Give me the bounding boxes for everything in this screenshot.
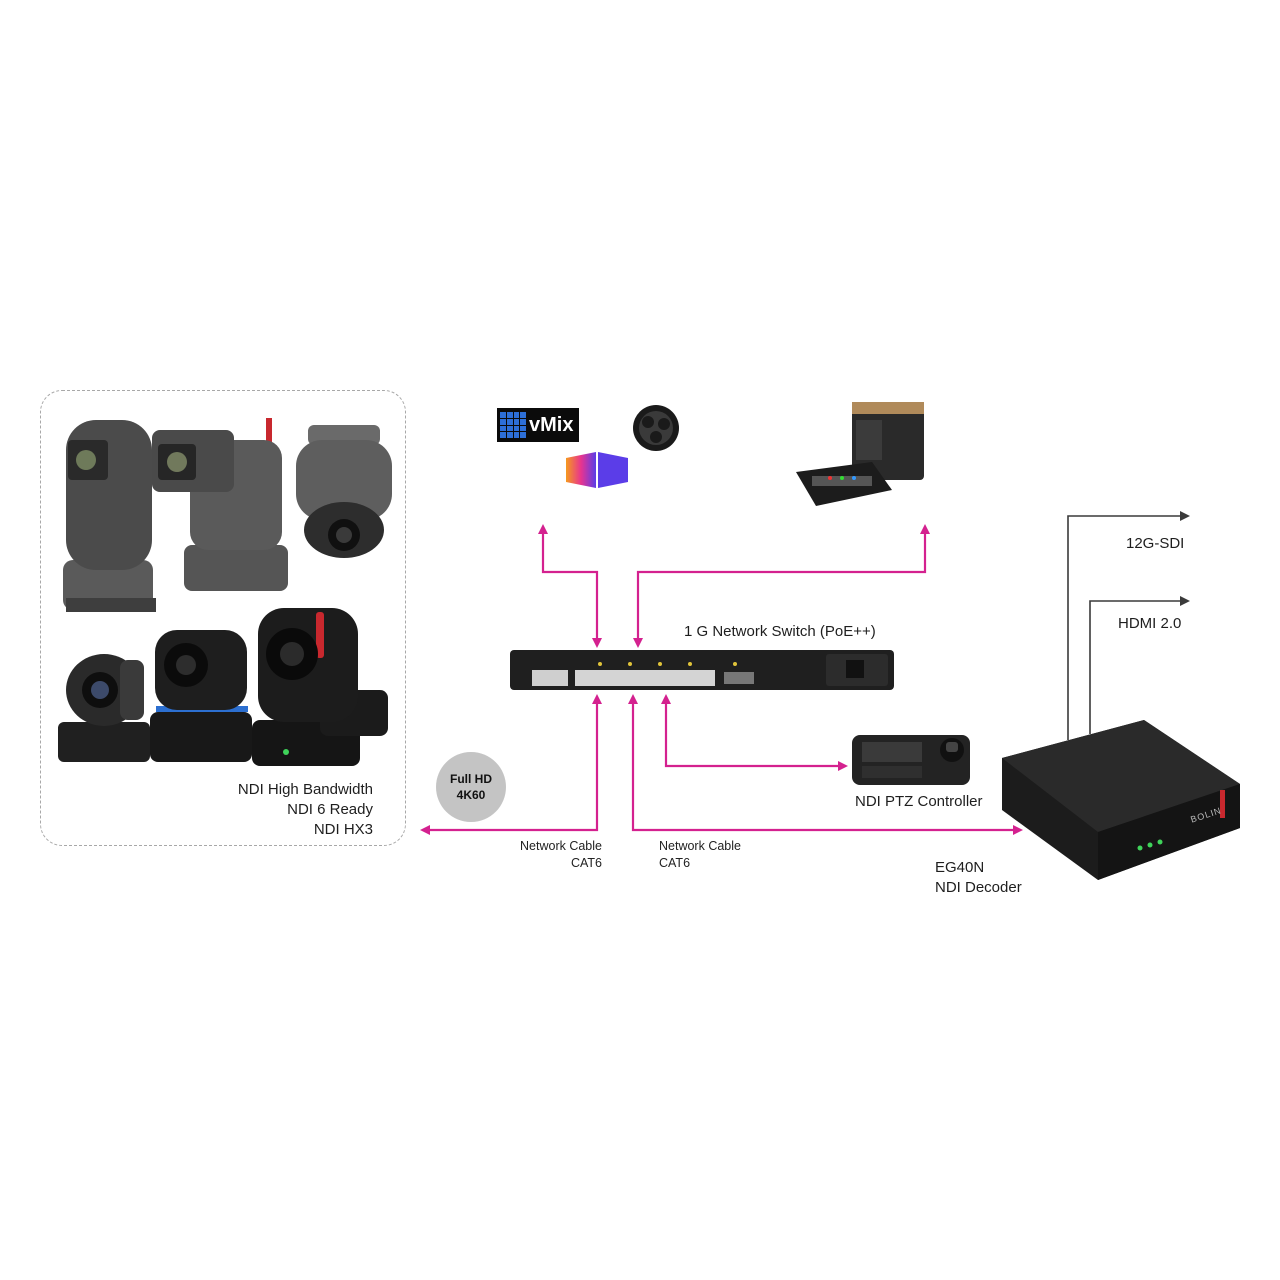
connector-switch-to-controller	[664, 700, 840, 768]
connector-switch-to-decoder	[631, 700, 1015, 832]
output-line-sdi	[1067, 515, 1182, 740]
output-line-hdmi	[1089, 600, 1182, 734]
decoder-type-label: NDI Decoder	[935, 879, 1022, 896]
obs-icon	[633, 405, 679, 451]
badge-line-1: Full HD	[450, 772, 492, 786]
resolution-badge: Full HD 4K60	[436, 752, 506, 822]
cable-left-label-2: CAT6	[570, 856, 602, 870]
output-arrowheads	[1180, 511, 1190, 606]
camera-label-hx3: NDI HX3	[313, 821, 373, 838]
switch-label: 1 G Network Switch (PoE++)	[684, 623, 876, 640]
connector-panel-left-to-switch	[541, 532, 599, 642]
vmix-grid-icon	[500, 412, 526, 438]
vmix-icon: vMix	[497, 408, 579, 442]
output-sdi-label: 12G-SDI	[1126, 535, 1185, 552]
camera-compact-ptz-icon	[58, 654, 150, 762]
vmix-label: vMix	[529, 413, 574, 436]
output-hdmi-label: HDMI 2.0	[1118, 615, 1182, 632]
tricaster-icon	[796, 402, 924, 506]
camera-dome-ptz-icon	[296, 425, 392, 558]
cable-right-label-1: Network Cable	[659, 839, 741, 853]
connector-panel-right-to-switch	[636, 532, 927, 642]
badge-line-2: 4K60	[456, 788, 486, 802]
connector-arrowheads	[420, 524, 1023, 835]
ndi-studio-icon	[566, 452, 628, 488]
camera-studio-ptz-icon	[150, 630, 252, 762]
connector-lines	[428, 532, 1015, 832]
cable-left-label-1: Network Cable	[520, 839, 602, 853]
ptz-controller-device	[852, 735, 970, 785]
output-lines	[1067, 515, 1182, 740]
cable-right-label-2: CAT6	[659, 856, 691, 870]
controller-label: NDI PTZ Controller	[855, 793, 983, 810]
decoder-device	[1002, 720, 1240, 880]
camera-label-bandwidth: NDI High Bandwidth	[237, 781, 373, 798]
camera-industrial-ptz-icon	[152, 418, 288, 591]
camera-group-box	[40, 390, 406, 846]
camera-4k-ptz-icon	[252, 608, 388, 766]
network-switch-device	[510, 650, 894, 690]
camera-outdoor-ptz-icon	[63, 420, 156, 612]
decoder-model-label: EG40N	[935, 859, 985, 876]
camera-label-ndi6: NDI 6 Ready	[287, 801, 373, 818]
connector-switch-to-cameras	[428, 700, 599, 832]
